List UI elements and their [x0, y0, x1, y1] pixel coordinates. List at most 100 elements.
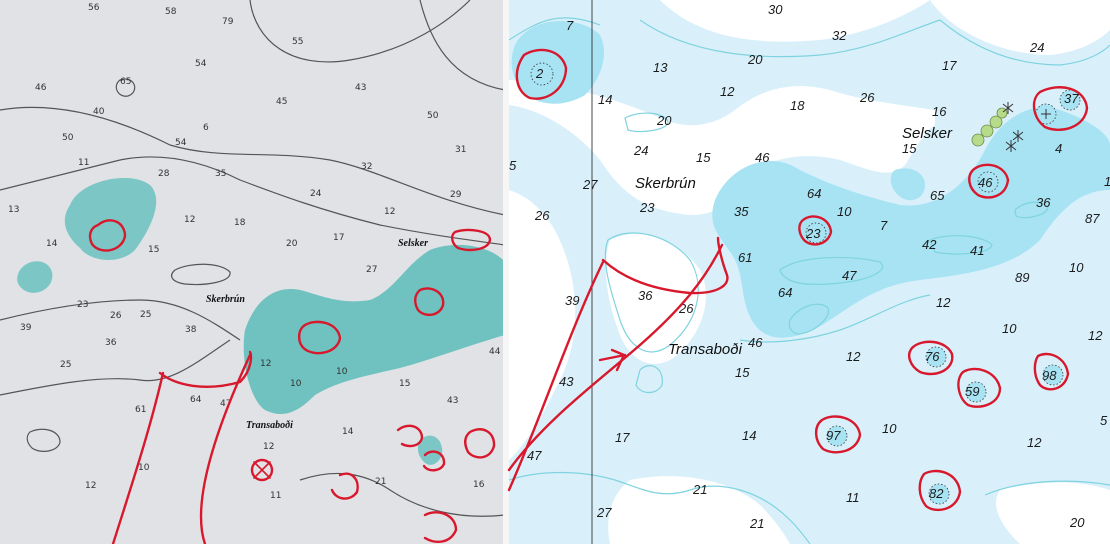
sounding: 12: [1088, 328, 1103, 343]
rock-star-icon: [1005, 140, 1017, 152]
place-name-skerbrun: Skerbrún: [206, 294, 245, 305]
sounding: 25: [140, 310, 151, 320]
depth-contour: [115, 78, 136, 97]
sounding: 1: [1104, 174, 1110, 189]
sounding: 42: [922, 237, 937, 252]
route-annotations-right: [507, 48, 1089, 512]
sounding: 21: [749, 516, 764, 531]
sounding: 43: [355, 83, 366, 93]
danger-circle: [965, 381, 987, 403]
deep-water-south: [608, 476, 790, 544]
depth-contour: [779, 256, 884, 285]
sounding: 59: [965, 384, 979, 399]
sounding: 39: [20, 323, 32, 333]
sounding: 64: [778, 285, 792, 300]
hazard-circle: [297, 320, 342, 355]
sounding: 39: [565, 293, 579, 308]
sounding: 32: [832, 28, 847, 43]
sounding: 28: [158, 169, 170, 179]
shallow-area-skerbrun-selsker: [712, 107, 1110, 338]
sounding: 46: [748, 335, 763, 350]
sounding: 13: [8, 205, 19, 215]
sounding: 65: [120, 77, 131, 87]
depth-contour: [635, 365, 663, 394]
sounding: 2: [535, 66, 544, 81]
depth-contour: [739, 294, 931, 343]
sounding: 65: [930, 188, 945, 203]
depth-contour: [604, 232, 699, 353]
sounding: 47: [527, 448, 542, 463]
sounding: 13: [653, 60, 668, 75]
sounding: 12: [720, 84, 735, 99]
sounding: 98: [1042, 368, 1057, 383]
sounding: 38: [185, 325, 197, 335]
rock-shape: [989, 115, 1003, 129]
sounding: 31: [455, 145, 466, 155]
sounding: 54: [175, 138, 187, 148]
sounding: 14: [742, 428, 756, 443]
hazard-circle: [1032, 86, 1089, 131]
sounding: 10: [1002, 321, 1017, 336]
danger-circle: [1059, 89, 1081, 111]
route-annotations-left: [88, 219, 496, 544]
deep-water-central: [509, 80, 935, 215]
sounding: 21: [692, 482, 707, 497]
hazard-mark: [396, 424, 424, 448]
depth-contour: [249, 0, 471, 63]
sounding: 24: [310, 189, 322, 199]
rock-shape: [980, 124, 994, 138]
depth-contour: [639, 19, 941, 58]
sounding: 18: [234, 218, 246, 228]
shallow-area-west: [64, 177, 157, 260]
sounding: 12: [846, 349, 861, 364]
sounding: 30: [768, 2, 783, 17]
danger-circle: [530, 62, 554, 86]
obstruction-cross-icon: [1041, 109, 1051, 119]
shallow-patch: [890, 168, 925, 201]
route-line: [199, 353, 252, 544]
sounding: 10: [336, 367, 348, 377]
shallow-area-skerbrun: [243, 244, 506, 415]
sounding: 12: [85, 481, 96, 491]
sounding: 58: [165, 7, 177, 17]
depth-contour: [0, 106, 506, 216]
deep-water-north: [660, 0, 930, 42]
hazard-mark: [422, 450, 446, 472]
sounding: 35: [215, 169, 226, 179]
deep-water-west: [509, 190, 576, 460]
sounding: 10: [882, 421, 897, 436]
danger-circle: [977, 171, 999, 193]
selsker-rocks: [971, 102, 1024, 152]
deep-water-channel: [605, 234, 706, 364]
danger-circles: [530, 62, 1081, 505]
shallow-patch-west: [17, 261, 53, 293]
sounding: 15: [735, 365, 750, 380]
sounding: 32: [361, 162, 372, 172]
sounding: 12: [263, 442, 274, 452]
sounding: 55: [292, 37, 303, 47]
sounding: 20: [1069, 515, 1085, 530]
hazard-circle: [957, 367, 1002, 408]
sounding: 15: [399, 379, 410, 389]
depth-contour: [0, 339, 231, 396]
rock-star-icon: [1012, 130, 1024, 142]
sounding: 82: [929, 486, 944, 501]
depth-contour: [984, 480, 1110, 496]
depth-contour: [929, 235, 993, 255]
danger-circle: [826, 425, 848, 447]
sounding: 12: [384, 207, 395, 217]
rock-star-icon: [1002, 102, 1014, 114]
sounding: 20: [656, 113, 672, 128]
sounding: 36: [1036, 195, 1051, 210]
sounding: 76: [925, 349, 940, 364]
sounding: 10: [1069, 260, 1084, 275]
danger-circle: [928, 483, 950, 505]
sounding: 17: [942, 58, 957, 73]
sounding: 14: [598, 92, 612, 107]
sounding: 17: [333, 233, 344, 243]
depth-contour: [171, 263, 231, 286]
sounding: 25: [60, 360, 71, 370]
sounding: 20: [747, 52, 763, 67]
danger-circle: [805, 222, 827, 244]
sounding: 24: [633, 143, 648, 158]
